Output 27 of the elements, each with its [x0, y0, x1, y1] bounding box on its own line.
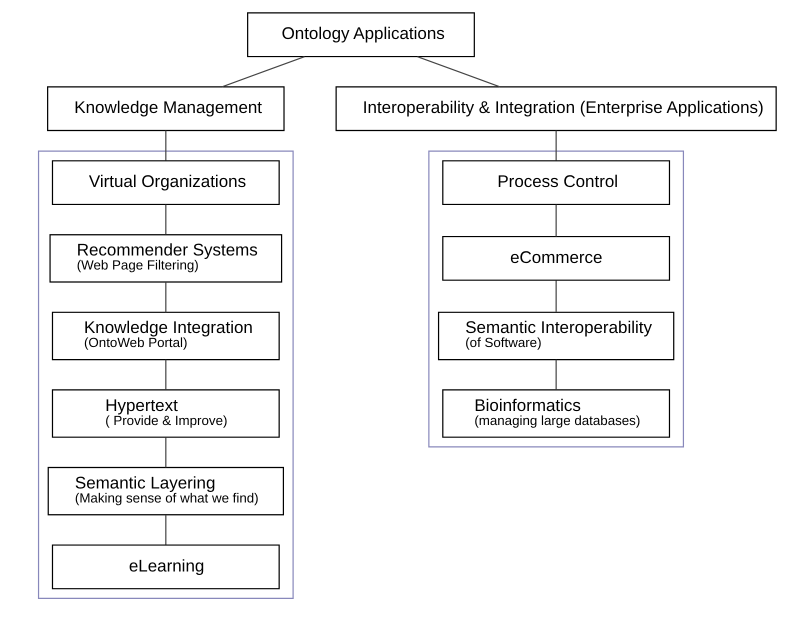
- node-box: eLearning: [52, 544, 280, 590]
- connector: [222, 56, 305, 88]
- cluster: [38, 150, 294, 599]
- node-box: Semantic Layering (Making sense of what we find): [48, 466, 284, 516]
- connector: [165, 515, 166, 545]
- node-box: Recommender Systems (Web Page Filtering): [49, 234, 282, 283]
- connector: [165, 130, 166, 161]
- node-box: Knowledge Management: [47, 86, 285, 132]
- node-box: Process Control: [442, 160, 670, 206]
- node-box: Hypertext ( Provide & Improve): [52, 389, 280, 438]
- node-box: Bioinformatics (managing large databases): [442, 389, 670, 438]
- connector: [417, 56, 500, 88]
- cluster: [428, 150, 684, 448]
- node-box: Semantic Interoperability (of Software): [438, 312, 674, 360]
- node-box: Knowledge Integration (OntoWeb Portal): [52, 312, 280, 360]
- connector: [165, 360, 166, 390]
- connector: [556, 204, 557, 237]
- node-box: Ontology Applications: [247, 12, 475, 58]
- connector: [556, 280, 557, 312]
- node-box: Interoperability & Integration (Enterprise Applications): [336, 86, 777, 132]
- connector: [165, 282, 166, 312]
- node-box: Virtual Organizations: [52, 160, 280, 206]
- connector: [165, 204, 166, 234]
- connector: [165, 437, 166, 468]
- connector: [556, 130, 557, 161]
- connector: [556, 360, 557, 390]
- node-box: eCommerce: [442, 236, 670, 281]
